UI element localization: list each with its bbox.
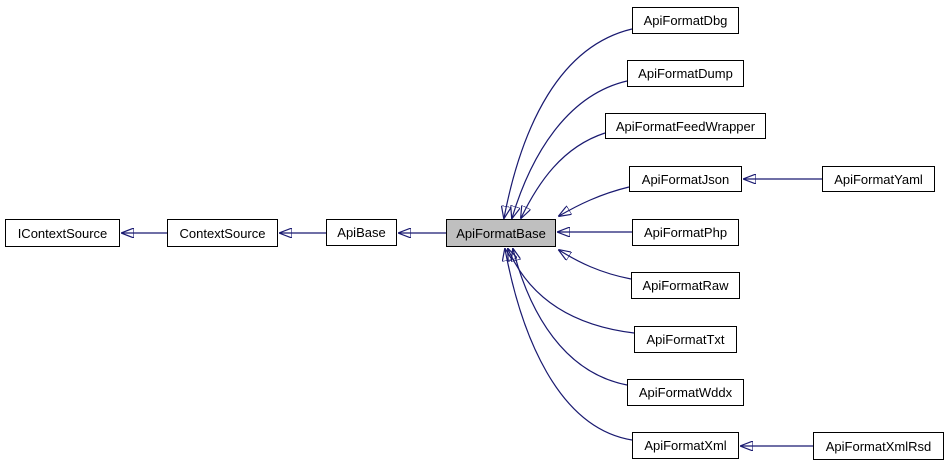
node-ApiFormatTxt[interactable]: ApiFormatTxt (634, 326, 737, 353)
node-ApiFormatXmlRsd[interactable]: ApiFormatXmlRsd (813, 432, 944, 460)
node-ApiFormatWddx[interactable]: ApiFormatWddx (627, 379, 744, 406)
node-ApiFormatDump[interactable]: ApiFormatDump (627, 60, 744, 87)
node-ApiFormatYaml[interactable]: ApiFormatYaml (822, 166, 935, 192)
edge-ApiFormatFeedWrapper-to-ApiFormatBase (521, 132, 606, 218)
edge-ApiFormatDump-to-ApiFormatBase (512, 80, 628, 218)
node-ApiFormatBase[interactable]: ApiFormatBase (446, 219, 556, 247)
node-IContextSource[interactable]: IContextSource (5, 219, 120, 247)
node-ApiFormatJson[interactable]: ApiFormatJson (629, 166, 742, 192)
edge-ApiFormatRaw-to-ApiFormatBase (559, 250, 632, 280)
edge-ApiFormatWddx-to-ApiFormatBase (513, 249, 628, 386)
node-ContextSource[interactable]: ContextSource (167, 219, 278, 247)
edge-ApiFormatTxt-to-ApiFormatBase (508, 249, 635, 334)
node-ApiFormatXml[interactable]: ApiFormatXml (632, 432, 739, 459)
node-ApiBase[interactable]: ApiBase (326, 219, 397, 246)
node-ApiFormatDbg[interactable]: ApiFormatDbg (632, 7, 739, 34)
edge-ApiFormatJson-to-ApiFormatBase (559, 186, 630, 216)
node-ApiFormatFeedWrapper[interactable]: ApiFormatFeedWrapper (605, 113, 766, 139)
node-ApiFormatPhp[interactable]: ApiFormatPhp (632, 219, 739, 246)
node-ApiFormatRaw[interactable]: ApiFormatRaw (631, 272, 740, 299)
edge-ApiFormatDbg-to-ApiFormatBase (504, 28, 633, 218)
edge-ApiFormatXml-to-ApiFormatBase (505, 249, 633, 441)
